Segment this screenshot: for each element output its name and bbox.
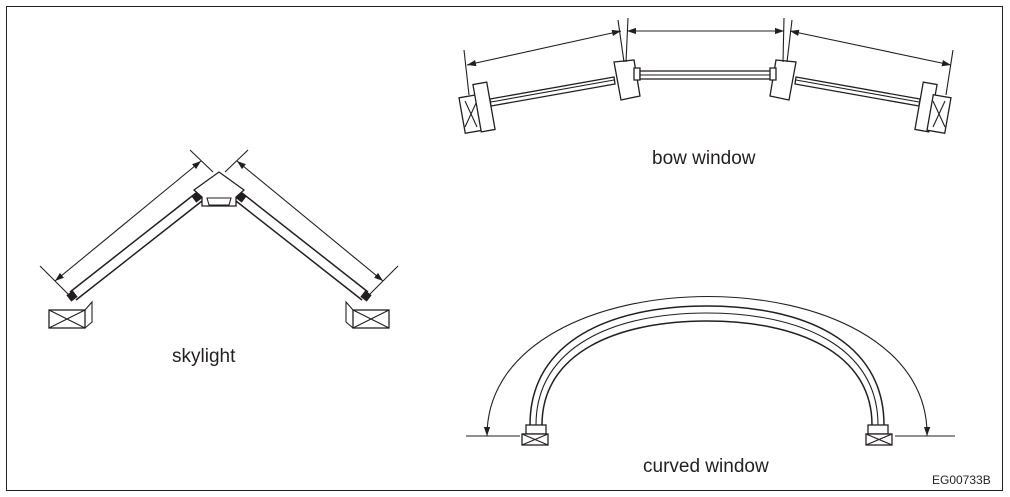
skylight-ridge (192, 171, 246, 207)
bow-window-diagram (458, 17, 954, 135)
skylight-right-support (345, 300, 390, 329)
figure-code: EG00733B (932, 473, 991, 487)
bow-left-dimension (466, 29, 622, 67)
bow-window-label: bow window (652, 148, 756, 169)
skylight-diagram (39, 149, 399, 329)
curved-left-support (521, 424, 549, 446)
curved-arch-inner (541, 320, 873, 426)
skylight-right-dimension (236, 160, 384, 282)
curved-arc-dimension (483, 296, 931, 437)
skylight-label: skylight (172, 346, 236, 367)
skylight-left-dimension (54, 160, 202, 282)
skylight-right-pane (235, 191, 372, 302)
bow-left-end-post (458, 81, 496, 135)
bow-left-panel (489, 76, 616, 107)
bow-right-mullion (769, 59, 797, 101)
curved-right-support (865, 424, 893, 446)
curved-arch-outer (529, 305, 885, 426)
bow-left-mullion (613, 59, 641, 101)
skylight-left-pane (66, 191, 203, 302)
bow-right-panel (794, 76, 921, 107)
bow-right-end-post (914, 81, 952, 135)
curved-window-diagram (466, 296, 955, 446)
curved-window-label: curved window (643, 456, 769, 477)
bow-center-panel (639, 70, 777, 80)
bow-right-dimension (789, 29, 952, 67)
skylight-left-support (48, 300, 93, 329)
